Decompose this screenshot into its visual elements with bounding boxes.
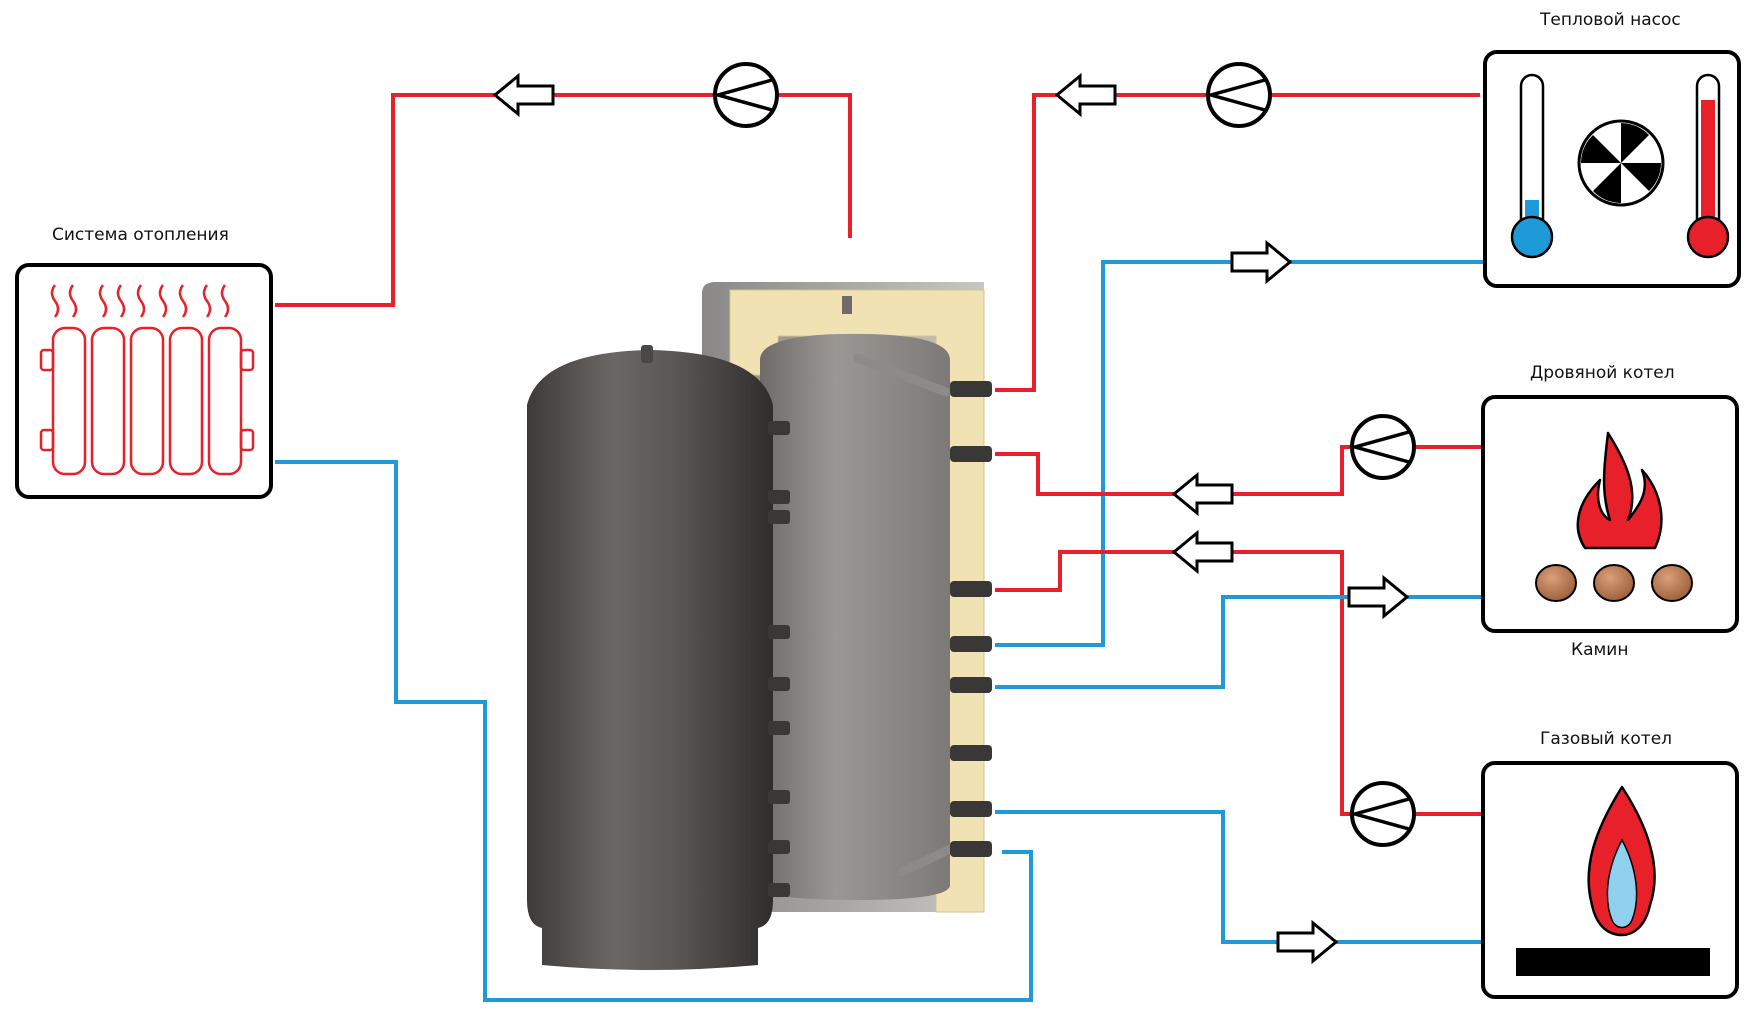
hot-thermometer-icon [1686,73,1730,259]
wood-boiler-label: Дровяной котел [1530,363,1675,383]
circulation-pump-icon [1348,414,1416,480]
heat-pump-label: Тепловой насос [1540,10,1681,30]
circulation-pump-icon [1204,62,1272,128]
circulation-pump-icon [1348,781,1416,847]
gas-flame-icon [1516,785,1710,976]
fireplace-return-pipe [995,595,1483,689]
wood-fire-icon [1535,431,1693,602]
tank-vent-fitting [641,345,653,363]
flow-arrows [492,72,1410,965]
flow-arrow-icon [1230,239,1293,285]
flow-arrow-icon [492,72,555,118]
pumps [711,62,1416,847]
heating-return-pipe [275,460,1033,1002]
tank-nozzles-left [768,421,790,897]
tank-front-body [527,350,773,970]
flow-arrow-icon [1054,72,1117,118]
gas-boiler-box [1481,761,1739,999]
tank-top-fitting [842,296,852,314]
gas-boiler-label: Газовый котел [1540,729,1673,749]
tank-nozzles-right [950,381,992,857]
tank-internal-pipe-bottom [897,843,957,877]
flow-arrow-icon [1171,529,1234,575]
fireplace-label: Камин [1571,640,1629,660]
buffer-tank [527,282,992,970]
wood-boiler-box [1481,395,1739,633]
gas-boiler-return-pipe [995,810,1483,944]
flow-arrow-icon [1276,919,1339,965]
circulation-pump-icon [711,62,779,128]
radiator-icon [39,284,255,476]
heat-pump-supply-pipe [995,93,1480,392]
heating-supply-pipe [275,93,852,307]
log-icon [1651,564,1693,602]
heat-pump-icon [1510,73,1730,259]
flow-arrow-icon [1347,574,1410,620]
heating-system-box [15,263,273,499]
heating-system-label: Система отопления [52,225,229,245]
log-icon [1593,564,1635,602]
tank-inner-vessel [760,333,950,900]
wood-boiler-return-pipe [995,550,1483,816]
heat-pump-box [1483,50,1741,288]
fan-icon [1577,119,1665,207]
cold-thermometer-icon [1510,73,1554,259]
log-icon [1535,564,1577,602]
burner-icon [1516,948,1710,976]
tank-internal-pipe-top [853,353,951,397]
flow-arrow-icon [1171,471,1234,517]
